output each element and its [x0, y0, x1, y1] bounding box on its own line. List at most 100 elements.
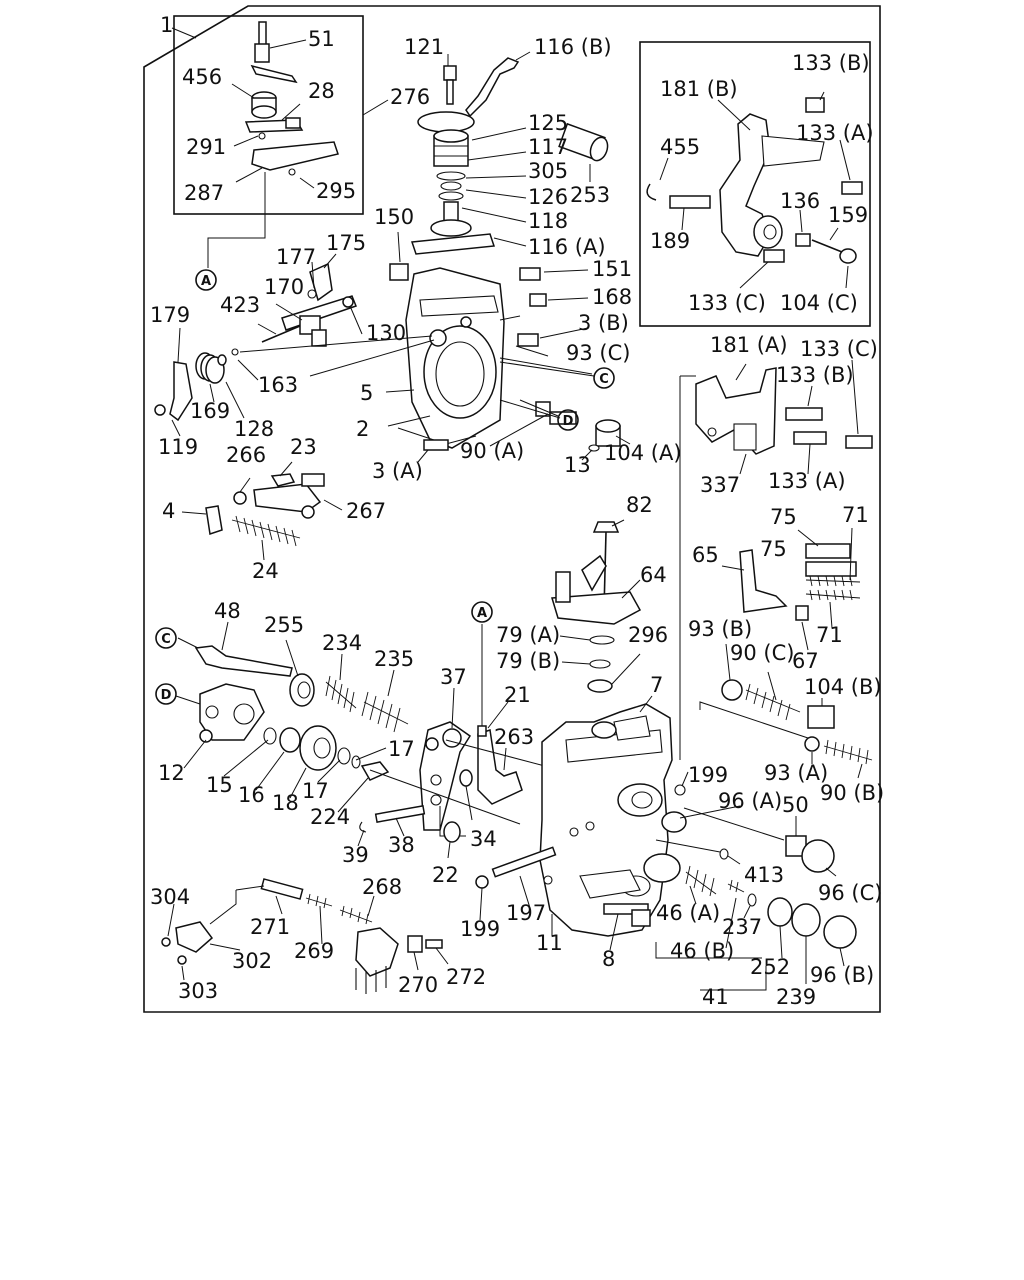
label-337: 337 [700, 473, 740, 497]
label-96B: 96 (B) [810, 963, 874, 987]
part-labels: 1 51 456 28 276 291 287 295 121 116 (B) … [150, 13, 884, 1009]
label-199b: 199 [460, 917, 500, 941]
label-175: 175 [326, 231, 366, 255]
label-116B: 116 (B) [534, 35, 612, 59]
plate-spring-group [205, 473, 325, 547]
label-267: 267 [346, 499, 386, 523]
label-133B-top: 133 (B) [792, 51, 870, 75]
label-104C: 104 (C) [780, 291, 858, 315]
label-253: 253 [570, 183, 610, 207]
label-12: 12 [158, 761, 185, 785]
callout-A-mid-letter: A [477, 606, 487, 621]
label-51: 51 [308, 27, 335, 51]
label-133C-mid: 133 (C) [800, 337, 878, 361]
label-37: 37 [440, 665, 467, 689]
label-224: 224 [310, 805, 350, 829]
label-1: 1 [160, 13, 173, 37]
label-118: 118 [528, 209, 568, 233]
label-117: 117 [528, 135, 568, 159]
shaft-spring-group [194, 645, 409, 733]
label-50: 50 [782, 793, 809, 817]
label-22: 22 [432, 863, 459, 887]
label-11: 11 [536, 931, 563, 955]
label-48: 48 [214, 599, 241, 623]
label-64: 64 [640, 563, 667, 587]
label-39: 39 [342, 843, 369, 867]
inset-box-bracket [639, 41, 871, 327]
callout-C-upper: C [593, 367, 615, 389]
label-181A: 181 (A) [710, 333, 788, 357]
label-4: 4 [162, 499, 175, 523]
label-93B: 93 (B) [688, 617, 752, 641]
label-159: 159 [828, 203, 868, 227]
label-291: 291 [186, 135, 226, 159]
label-271: 271 [250, 915, 290, 939]
label-179: 179 [150, 303, 190, 327]
label-234: 234 [322, 631, 362, 655]
label-151: 151 [592, 257, 632, 281]
label-34: 34 [470, 827, 497, 851]
label-79A: 79 (A) [496, 623, 560, 647]
label-455: 455 [660, 135, 700, 159]
label-128: 128 [234, 417, 274, 441]
label-119: 119 [158, 435, 198, 459]
label-133A-mid: 133 (A) [768, 469, 846, 493]
label-17b: 17 [388, 737, 415, 761]
label-46B: 46 (B) [670, 939, 734, 963]
label-177: 177 [276, 245, 316, 269]
weight-assembly [199, 683, 361, 771]
label-237: 237 [722, 915, 762, 939]
label-104B: 104 (B) [804, 675, 882, 699]
label-125: 125 [528, 111, 568, 135]
label-41: 41 [702, 985, 729, 1009]
label-5: 5 [360, 381, 373, 405]
label-79B: 79 (B) [496, 649, 560, 673]
label-96A: 96 (A) [718, 789, 782, 813]
label-2: 2 [356, 417, 369, 441]
label-90B: 90 (B) [820, 781, 884, 805]
label-3A: 3 (A) [372, 459, 423, 483]
label-21: 21 [504, 683, 531, 707]
label-67: 67 [792, 649, 819, 673]
label-130: 130 [366, 321, 406, 345]
label-96C: 96 (C) [818, 881, 882, 905]
label-93A: 93 (A) [764, 761, 828, 785]
label-456: 456 [182, 65, 222, 89]
label-38: 38 [388, 833, 415, 857]
label-413: 413 [744, 863, 784, 887]
label-268: 268 [362, 875, 402, 899]
callout-D-lower-letter: D [161, 688, 172, 703]
label-189: 189 [650, 229, 690, 253]
bottom-left-linkage [161, 878, 443, 994]
pump-housing [539, 703, 681, 937]
label-170: 170 [264, 275, 304, 299]
label-276: 276 [390, 85, 430, 109]
label-168: 168 [592, 285, 632, 309]
label-302: 302 [232, 949, 272, 973]
left-lever-cluster [154, 262, 357, 422]
label-303: 303 [178, 979, 218, 1003]
callout-C-lower: C [155, 627, 177, 649]
label-287: 287 [184, 181, 224, 205]
label-18: 18 [272, 791, 299, 815]
label-8: 8 [602, 947, 615, 971]
label-90C: 90 (C) [730, 641, 794, 665]
label-296: 296 [628, 623, 668, 647]
callout-A-top: A [195, 269, 217, 291]
callout-C-upper-letter: C [599, 372, 609, 387]
bracket-subassembly [646, 97, 863, 264]
label-133C-top: 133 (C) [688, 291, 766, 315]
callout-D-upper: D [557, 409, 579, 431]
label-272: 272 [446, 965, 486, 989]
label-150: 150 [374, 205, 414, 229]
label-197: 197 [506, 901, 546, 925]
label-295: 295 [316, 179, 356, 203]
label-181B: 181 (B) [660, 77, 738, 101]
label-270: 270 [398, 973, 438, 997]
label-199a: 199 [688, 763, 728, 787]
label-75b: 75 [760, 537, 787, 561]
label-28: 28 [308, 79, 335, 103]
label-126: 126 [528, 185, 568, 209]
label-169: 169 [190, 399, 230, 423]
